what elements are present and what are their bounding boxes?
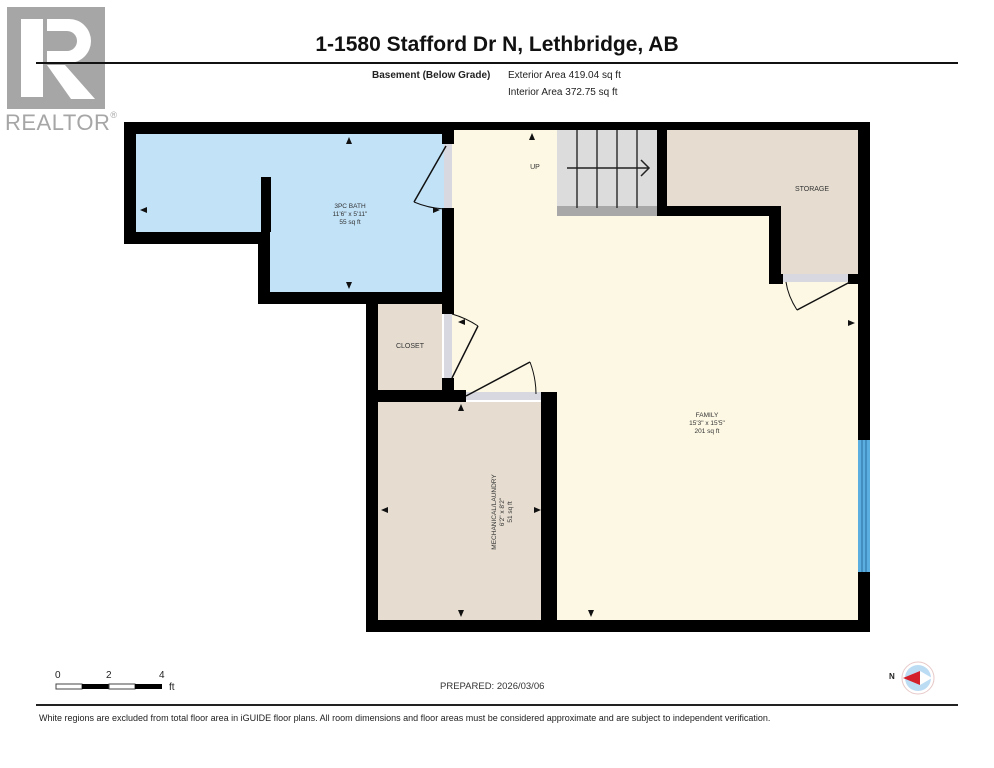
exterior-area: Exterior Area 419.04 sq ft — [508, 70, 621, 81]
realtor-r-icon — [21, 19, 95, 99]
stairs-label: UP — [530, 164, 540, 171]
scale-bar — [55, 683, 162, 690]
room-closet — [378, 302, 442, 390]
walls — [124, 122, 870, 632]
stairs — [557, 130, 657, 216]
floor-level-label: Basement (Below Grade) — [372, 70, 491, 81]
page-title: 1-1580 Stafford Dr N, Lethbridge, AB — [315, 33, 679, 56]
dimension-arrows — [140, 133, 855, 617]
footer-divider — [36, 704, 958, 706]
scale-unit: ft — [169, 682, 175, 693]
header-divider — [36, 62, 958, 64]
scale-tick-4: 4 — [159, 670, 165, 681]
room-3pc-bath — [134, 134, 444, 292]
scale-tick-2: 2 — [106, 670, 112, 681]
compass-north-label: N — [889, 672, 895, 681]
window — [858, 440, 870, 572]
disclaimer-text: White regions are excluded from total fl… — [39, 713, 771, 723]
room-label-family: FAMILY 15'3" x 15'5" 201 sq ft — [689, 412, 725, 435]
door-swings — [413, 145, 851, 397]
prepared-date: PREPARED: 2026/03/06 — [440, 681, 545, 692]
compass-icon — [901, 661, 935, 695]
interior-area: Interior Area 372.75 sq ft — [508, 87, 618, 98]
room-mechanical-laundry — [378, 402, 544, 620]
room-label-bath: 3PC BATH 11'6" x 5'11" 55 sq ft — [332, 203, 368, 226]
room-label-closet: CLOSET — [395, 343, 424, 350]
scale-tick-0: 0 — [55, 670, 61, 681]
room-label-storage: STORAGE — [794, 186, 830, 193]
realtor-wordmark: REALTOR® — [5, 110, 118, 135]
realtor-logo — [7, 7, 105, 109]
room-label-mechanical-laundry: MECHANICAL/LAUNDRY 6'2" x 8'2" 51 sq ft — [491, 474, 514, 550]
